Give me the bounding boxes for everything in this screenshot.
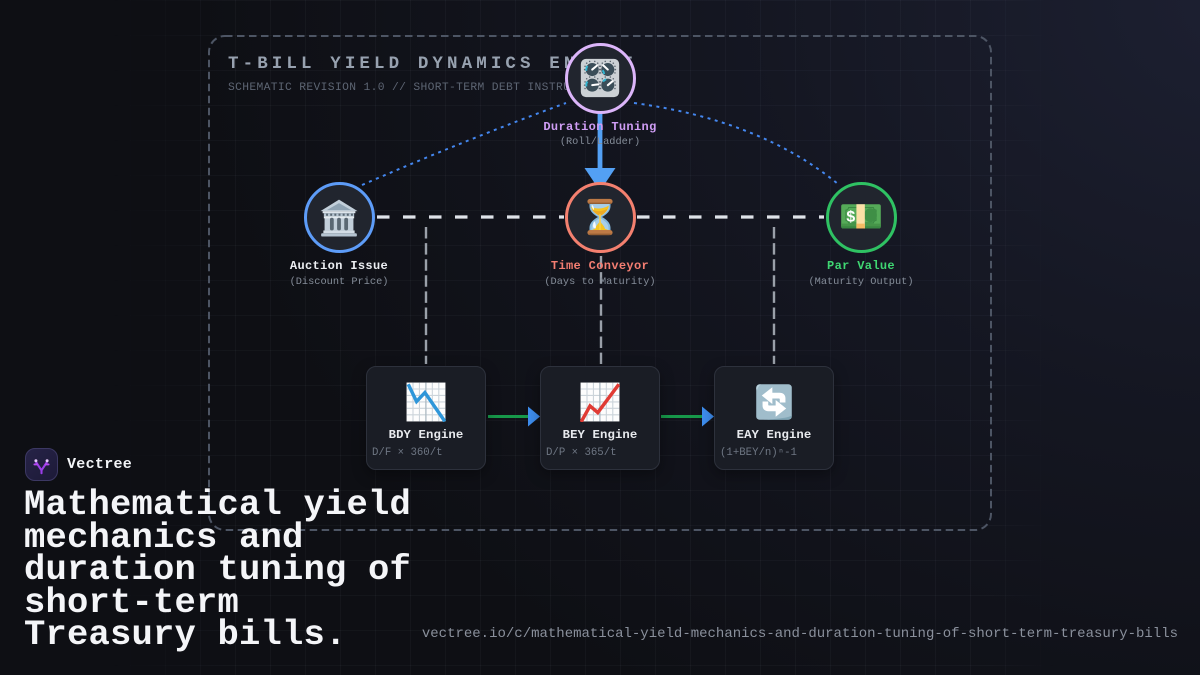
svg-text:$: $ (846, 209, 856, 227)
